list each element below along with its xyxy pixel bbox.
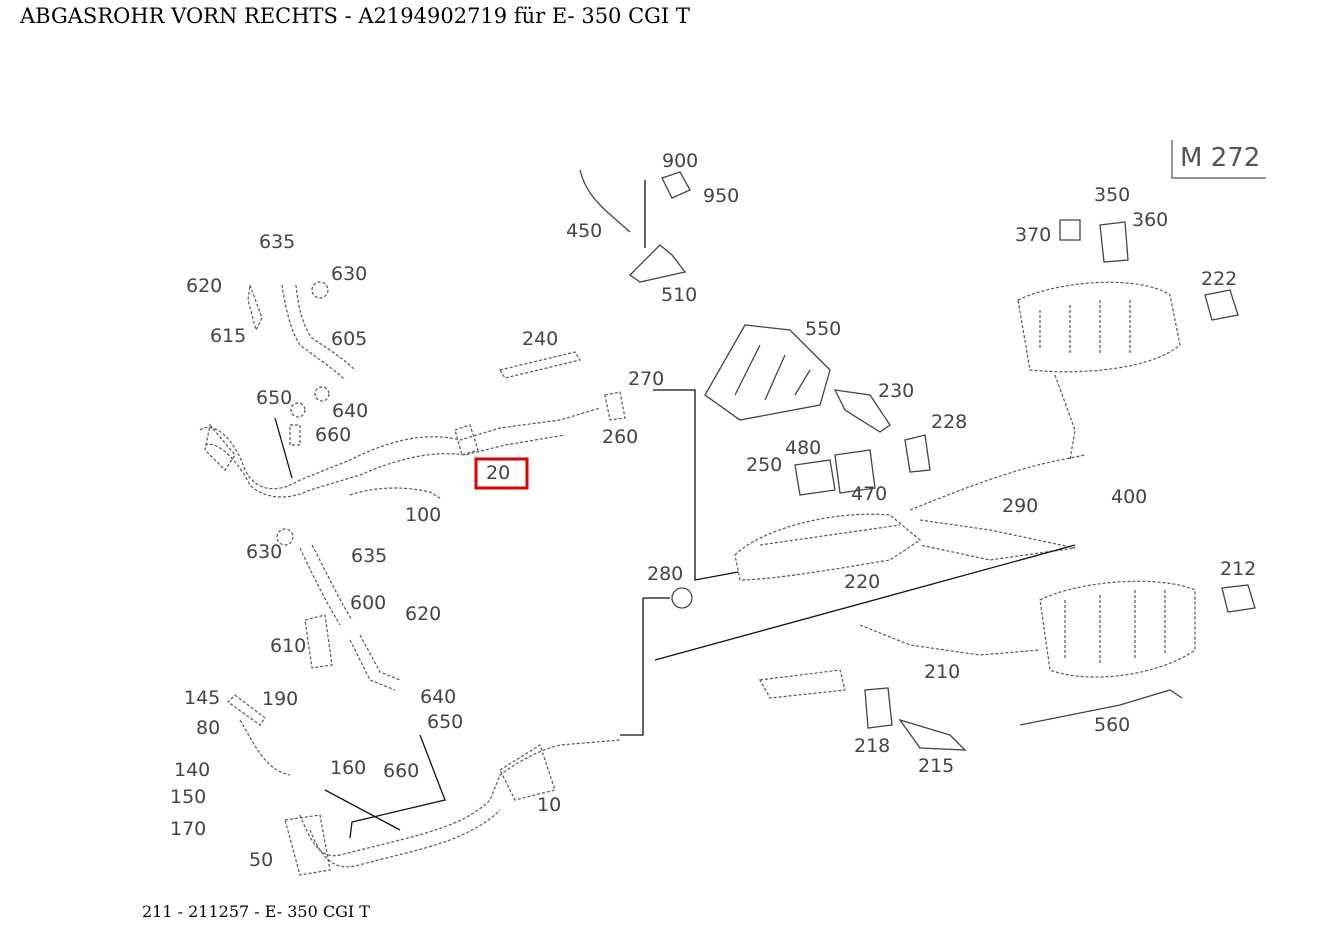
label-650-upper[interactable]: 650: [256, 387, 292, 409]
label-100[interactable]: 100: [405, 504, 441, 526]
label-510[interactable]: 510: [661, 284, 697, 306]
label-145[interactable]: 145: [184, 687, 220, 709]
label-635-lower[interactable]: 635: [351, 545, 387, 567]
label-360[interactable]: 360: [1132, 209, 1168, 231]
rear-silencer-lower: [654, 544, 1256, 751]
label-950[interactable]: 950: [703, 185, 739, 207]
label-240[interactable]: 240: [522, 328, 558, 350]
selected-part-highlight: [474, 457, 529, 490]
heat-shield: [704, 324, 891, 433]
label-350[interactable]: 350: [1094, 184, 1130, 206]
oxygen-sensor: [579, 169, 691, 283]
engine-code: M 272: [1180, 143, 1260, 173]
label-230[interactable]: 230: [878, 380, 914, 402]
label-550[interactable]: 550: [805, 318, 841, 340]
label-620-upper[interactable]: 620: [186, 275, 222, 297]
label-650-lower[interactable]: 650: [427, 711, 463, 733]
upper-front-pipe: [199, 351, 626, 499]
label-50[interactable]: 50: [249, 849, 273, 871]
label-470[interactable]: 470: [851, 483, 887, 505]
label-280[interactable]: 280: [647, 563, 683, 585]
label-610[interactable]: 610: [270, 635, 306, 657]
label-20[interactable]: 20: [486, 462, 510, 484]
label-160[interactable]: 160: [330, 757, 366, 779]
lower-front-pipe: [227, 528, 693, 876]
label-615[interactable]: 615: [210, 325, 246, 347]
part-labels: 900 950 450 510 635 630 620 615 605 650 …: [170, 150, 1256, 871]
label-400[interactable]: 400: [1111, 486, 1147, 508]
label-210[interactable]: 210: [924, 661, 960, 683]
label-222[interactable]: 222: [1201, 268, 1237, 290]
label-140[interactable]: 140: [174, 759, 210, 781]
label-370[interactable]: 370: [1015, 224, 1051, 246]
label-450[interactable]: 450: [566, 220, 602, 242]
label-260[interactable]: 260: [602, 426, 638, 448]
center-silencer: [734, 454, 1086, 581]
label-190[interactable]: 190: [262, 688, 298, 710]
damper-parts: [794, 434, 931, 496]
label-620-lower[interactable]: 620: [405, 603, 441, 625]
label-630-lower[interactable]: 630: [246, 541, 282, 563]
label-170[interactable]: 170: [170, 818, 206, 840]
label-660-upper[interactable]: 660: [315, 424, 351, 446]
engine-code-box: M 272: [1171, 140, 1266, 179]
page-title: ABGASROHR VORN RECHTS - A2194902719 für …: [20, 4, 690, 28]
label-560[interactable]: 560: [1094, 714, 1130, 736]
label-270[interactable]: 270: [628, 368, 664, 390]
label-600[interactable]: 600: [350, 592, 386, 614]
label-215[interactable]: 215: [918, 755, 954, 777]
label-640-upper[interactable]: 640: [332, 400, 368, 422]
rear-silencer-upper: [1017, 219, 1239, 461]
label-150[interactable]: 150: [170, 786, 206, 808]
label-220[interactable]: 220: [844, 571, 880, 593]
label-218[interactable]: 218: [854, 735, 890, 757]
label-900[interactable]: 900: [662, 150, 698, 172]
label-212[interactable]: 212: [1220, 558, 1256, 580]
label-635-upper[interactable]: 635: [259, 231, 295, 253]
upper-connecting-pipe: [247, 281, 356, 446]
label-660-lower[interactable]: 660: [383, 760, 419, 782]
label-605[interactable]: 605: [331, 328, 367, 350]
label-80[interactable]: 80: [196, 717, 220, 739]
label-480[interactable]: 480: [785, 437, 821, 459]
label-290[interactable]: 290: [1002, 495, 1038, 517]
label-10[interactable]: 10: [537, 794, 561, 816]
label-250[interactable]: 250: [746, 454, 782, 476]
label-228[interactable]: 228: [931, 411, 967, 433]
label-630-upper[interactable]: 630: [331, 263, 367, 285]
label-640-lower[interactable]: 640: [420, 686, 456, 708]
leader-lines: [274, 389, 739, 839]
vehicle-footer: 211 - 211257 - E- 350 CGI T: [142, 902, 370, 921]
